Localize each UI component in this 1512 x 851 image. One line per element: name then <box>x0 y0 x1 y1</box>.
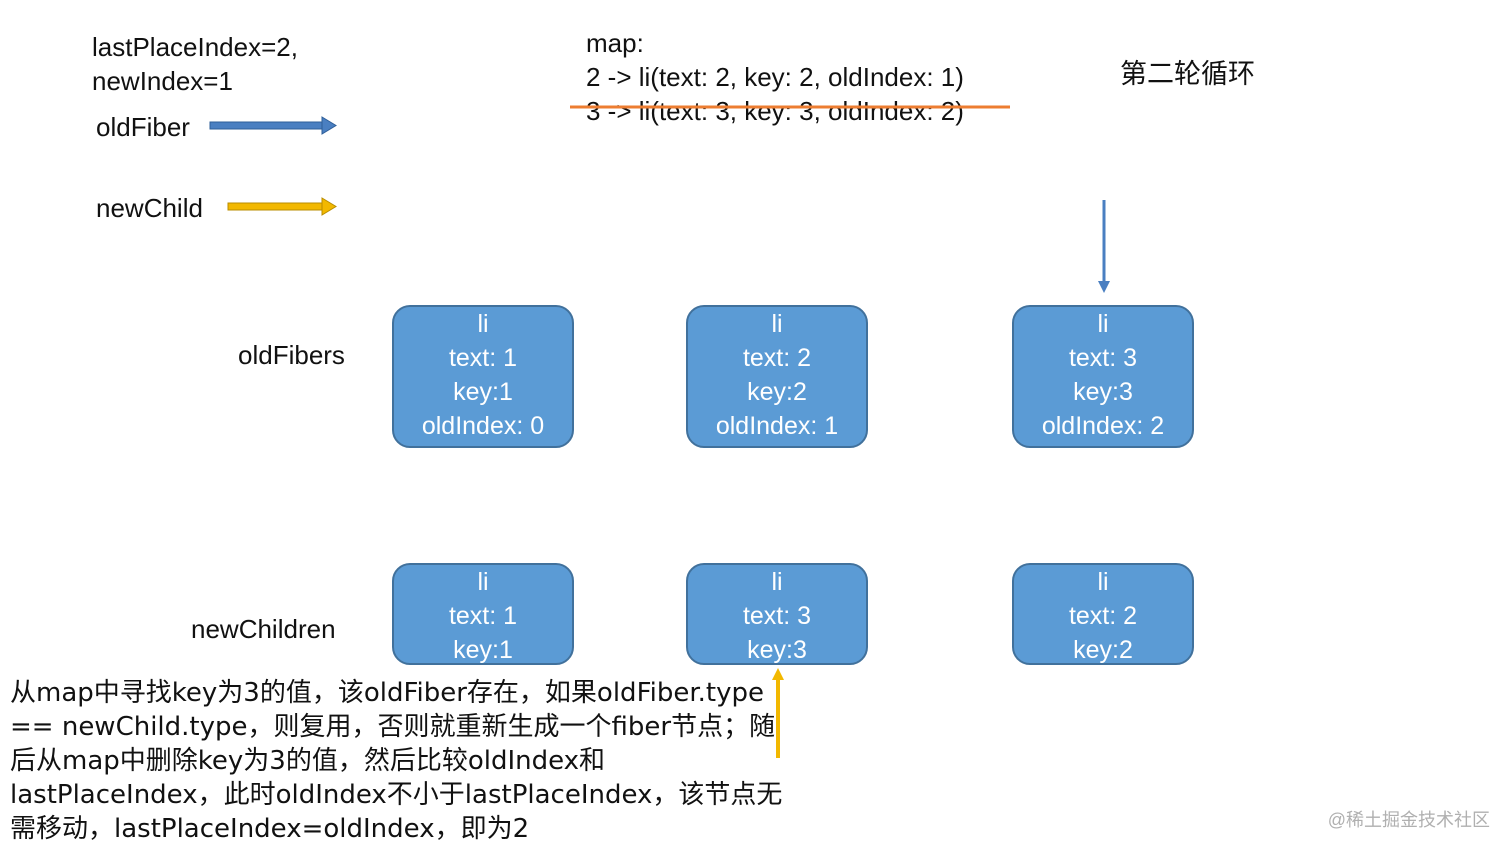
node-key: key:3 <box>747 636 807 664</box>
node-tag: li <box>477 568 489 596</box>
last-place-index-label: lastPlaceIndex=2, <box>92 32 298 62</box>
node-key: key:1 <box>453 636 513 664</box>
node-tag: li <box>771 310 783 338</box>
new-child-legend-arrow <box>227 197 337 216</box>
map-entry-key-2: 2 -> li(text: 2, key: 2, oldIndex: 1) <box>586 62 964 92</box>
new-child-node: li text: 2 key:2 <box>1012 563 1194 665</box>
old-fiber-legend-arrow <box>209 116 337 135</box>
node-key: key:2 <box>747 378 807 406</box>
old-fiber-node: li text: 3 key:3 oldIndex: 2 <box>1012 305 1194 448</box>
watermark: @稀土掘金技术社区 <box>1327 810 1490 830</box>
node-key: key:1 <box>453 378 513 406</box>
new-child-node: li text: 3 key:3 <box>686 563 868 665</box>
new-children-row-label: newChildren <box>191 614 336 644</box>
explanation-text: 从map中寻找key为3的值，该oldFiber存在，如果oldFiber.ty… <box>10 678 783 844</box>
node-key: key:2 <box>1073 636 1133 664</box>
old-fibers-row-label: oldFibers <box>238 340 345 370</box>
node-key: key:3 <box>1073 378 1133 406</box>
node-text: text: 2 <box>1068 602 1138 630</box>
node-old-index: oldIndex: 1 <box>715 412 839 440</box>
node-text: text: 3 <box>1068 344 1138 372</box>
node-tag: li <box>477 310 489 338</box>
old-fiber-node: li text: 2 key:2 oldIndex: 1 <box>686 305 868 448</box>
node-old-index: oldIndex: 2 <box>1041 412 1165 440</box>
old-fiber-legend-label: oldFiber <box>96 112 190 142</box>
map-entry-key-3-deleted: 3 -> li(text: 3, key: 3, oldIndex: 2) <box>586 96 964 126</box>
new-child-legend-label: newChild <box>96 193 203 223</box>
node-text: text: 1 <box>448 602 518 630</box>
node-tag: li <box>1097 310 1109 338</box>
new-child-pointer-arrow <box>772 668 784 758</box>
old-fiber-node: li text: 1 key:1 oldIndex: 0 <box>392 305 574 448</box>
node-tag: li <box>771 568 783 596</box>
new-index-label: newIndex=1 <box>92 66 233 96</box>
node-old-index: oldIndex: 0 <box>421 412 545 440</box>
node-text: text: 3 <box>742 602 812 630</box>
old-fiber-pointer-arrow <box>1098 200 1110 293</box>
map-entry-strikethrough <box>570 105 1010 109</box>
node-text: text: 1 <box>448 344 518 372</box>
new-child-node: li text: 1 key:1 <box>392 563 574 665</box>
node-tag: li <box>1097 568 1109 596</box>
map-title: map: <box>586 28 644 58</box>
round-label: 第二轮循环 <box>1120 59 1255 90</box>
node-text: text: 2 <box>742 344 812 372</box>
